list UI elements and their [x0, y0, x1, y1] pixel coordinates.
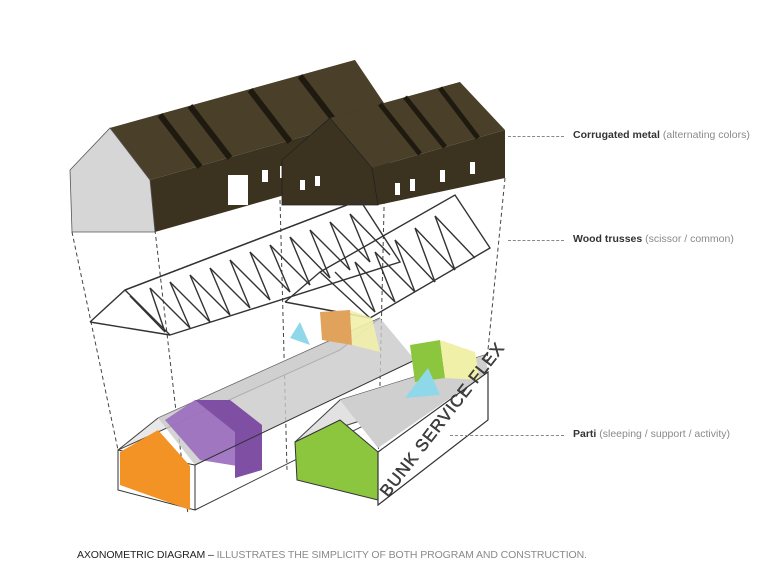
label-title: Parti	[573, 428, 597, 440]
parti-left	[117, 310, 416, 511]
trusses-left	[89, 199, 402, 336]
sleeping-zone-orange	[120, 430, 190, 510]
label-corrugated-metal: Corrugated metal (alternating colors)	[573, 129, 750, 141]
label-detail: (scissor / common)	[645, 233, 734, 245]
label-wood-trusses: Wood trusses (scissor / common)	[573, 233, 734, 245]
label-detail: (sleeping / support / activity)	[599, 428, 730, 440]
trusses-right	[284, 194, 491, 319]
label-detail: (alternating colors)	[662, 129, 750, 141]
label-parti: Parti (sleeping / support / activity)	[573, 428, 730, 440]
label-title: Corrugated metal	[573, 129, 660, 141]
leader-line-parti	[450, 435, 564, 436]
roof-right	[281, 82, 505, 206]
caption-title: AXONOMETRIC DIAGRAM –	[77, 549, 214, 561]
leader-line-trusses	[508, 240, 564, 241]
leader-line-roof	[508, 136, 564, 137]
label-title: Wood trusses	[573, 233, 643, 245]
figure-caption: AXONOMETRIC DIAGRAM – ILLUSTRATES THE SI…	[77, 549, 587, 561]
caption-text: ILLUSTRATES THE SIMPLICITY OF BOTH PROGR…	[216, 549, 587, 561]
